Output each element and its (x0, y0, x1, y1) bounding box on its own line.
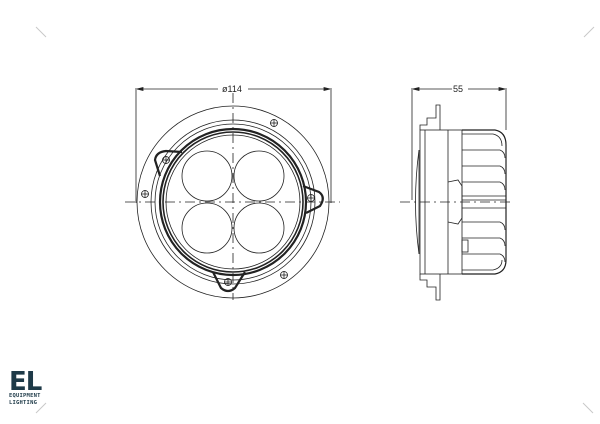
logo-line-2: LIGHTING (9, 400, 38, 406)
side-view (400, 86, 510, 301)
screw-holes (141, 119, 315, 286)
diameter-dimension-label: ø114 (222, 84, 242, 94)
crop-marks (35, 26, 595, 414)
depth-dimension-label: 55 (453, 84, 463, 94)
logo-mark: EL (9, 367, 42, 397)
equipment-lighting-logo: EL EQUIPMENT LIGHTING (9, 367, 49, 407)
front-view (125, 86, 340, 300)
logo-line-1: EQUIPMENT (9, 393, 41, 399)
